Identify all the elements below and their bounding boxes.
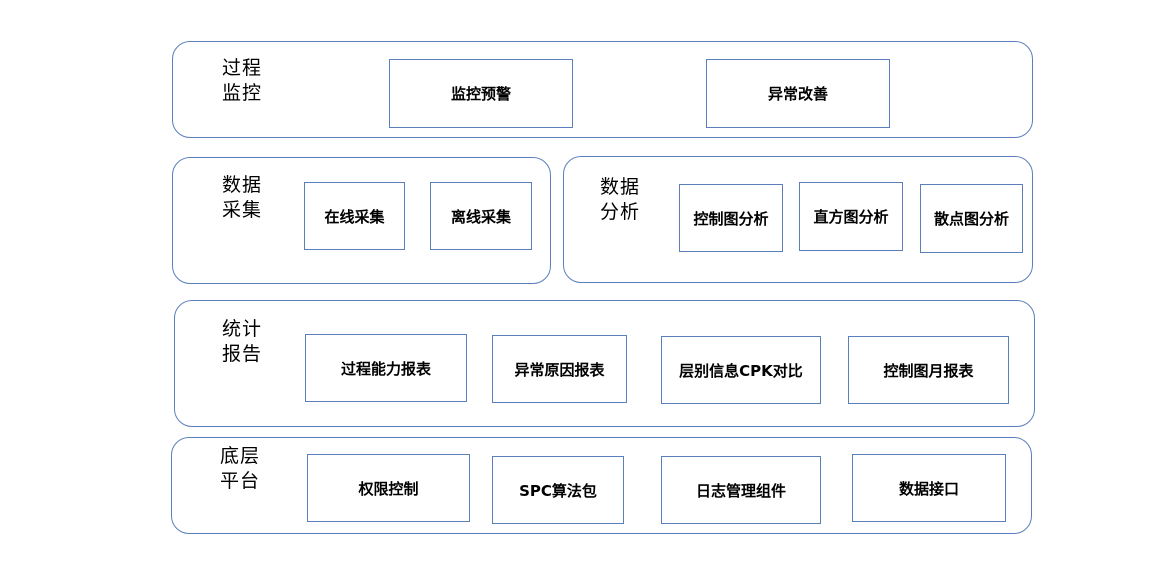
- layer-process-monitoring: 过程 监控 监控预警 异常改善: [172, 41, 1033, 138]
- module-control-chart-analysis: 控制图分析: [679, 184, 783, 252]
- layer-data-collection: 数据 采集 在线采集 离线采集: [172, 157, 551, 284]
- layer-title-base-platform: 底层 平台: [220, 445, 261, 492]
- module-scatter-analysis: 散点图分析: [920, 184, 1023, 253]
- module-log-management: 日志管理组件: [661, 456, 821, 524]
- layer-title-data-collection: 数据 采集: [222, 174, 263, 221]
- module-histogram-analysis: 直方图分析: [799, 182, 903, 251]
- module-spc-algorithm-package: SPC算法包: [492, 456, 624, 524]
- module-process-capability-report: 过程能力报表: [305, 334, 467, 402]
- module-data-interface: 数据接口: [852, 454, 1006, 522]
- layer-title-data-analysis: 数据 分析: [600, 176, 641, 223]
- layer-data-analysis: 数据 分析 控制图分析 直方图分析 散点图分析: [563, 156, 1033, 283]
- module-offline-collection: 离线采集: [430, 182, 532, 250]
- layer-title-statistical-report: 统计 报告: [222, 318, 263, 365]
- layer-statistical-report: 统计 报告 过程能力报表 异常原因报表 层别信息CPK对比 控制图月报表: [174, 300, 1035, 427]
- module-monitor-alert: 监控预警: [389, 59, 573, 128]
- module-control-chart-monthly-report: 控制图月报表: [848, 336, 1009, 404]
- module-access-control: 权限控制: [307, 454, 470, 522]
- module-anomaly-cause-report: 异常原因报表: [492, 335, 627, 403]
- layer-base-platform: 底层 平台 权限控制 SPC算法包 日志管理组件 数据接口: [171, 437, 1032, 534]
- layer-title-process-monitoring: 过程 监控: [222, 57, 263, 104]
- module-layer-cpk-comparison: 层别信息CPK对比: [661, 336, 821, 404]
- module-online-collection: 在线采集: [304, 182, 405, 250]
- module-anomaly-improvement: 异常改善: [706, 59, 890, 128]
